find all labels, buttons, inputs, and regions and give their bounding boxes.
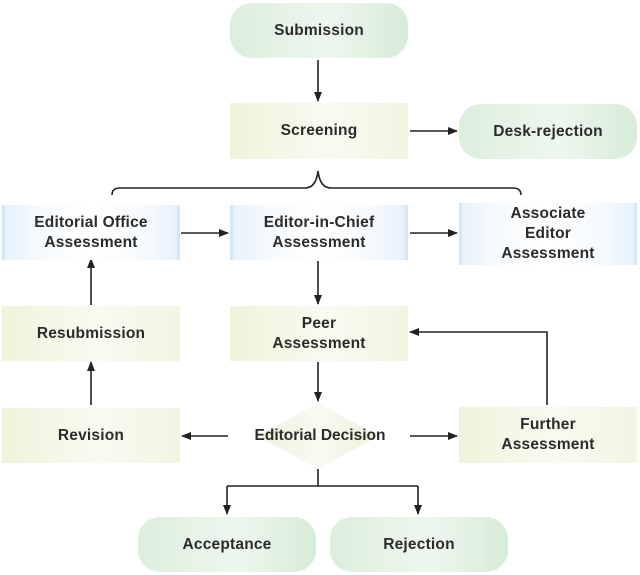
screening-node: Screening — [230, 103, 408, 159]
associate-editor-label: Associate Editor Assessment — [501, 205, 595, 262]
screening-label: Screening — [280, 122, 358, 139]
peer-assessment-label: Peer Assessment — [272, 314, 366, 352]
further-assessment-label: Further Assessment — [501, 416, 595, 453]
peer-assessment-node: Peer Assessment — [230, 306, 408, 361]
resubmission-label: Resubmission — [36, 324, 146, 342]
desk-rejection-label: Desk-rejection — [493, 122, 603, 140]
acceptance-node: Acceptance — [138, 517, 316, 572]
editor-in-chief-node: Editor-in-Chief Assessment — [230, 205, 408, 260]
brace-connector — [111, 170, 522, 196]
resubmission-node: Resubmission — [2, 306, 180, 361]
editorial-decision-diamond — [258, 403, 378, 469]
rejection-node: Rejection — [330, 517, 508, 572]
revision-label: Revision — [57, 426, 125, 444]
revision-node: Revision — [2, 408, 180, 463]
acceptance-label: Acceptance — [182, 535, 272, 553]
editorial-decision-label: Editorial Decision — [254, 427, 386, 444]
further-assessment-node: Further Assessment — [459, 407, 637, 463]
submission-node: Submission — [230, 3, 408, 58]
associate-editor-node: Associate Editor Assessment — [459, 203, 637, 265]
arrow-further-to-peer — [409, 328, 548, 405]
rejection-label: Rejection — [383, 535, 455, 553]
editorial-office-node: Editorial Office Assessment — [2, 205, 180, 260]
editorial-office-label: Editorial Office Assessment — [34, 213, 148, 251]
editor-in-chief-label: Editor-in-Chief Assessment — [263, 213, 375, 251]
submission-label: Submission — [274, 21, 364, 39]
desk-rejection-node: Desk-rejection — [459, 104, 637, 159]
